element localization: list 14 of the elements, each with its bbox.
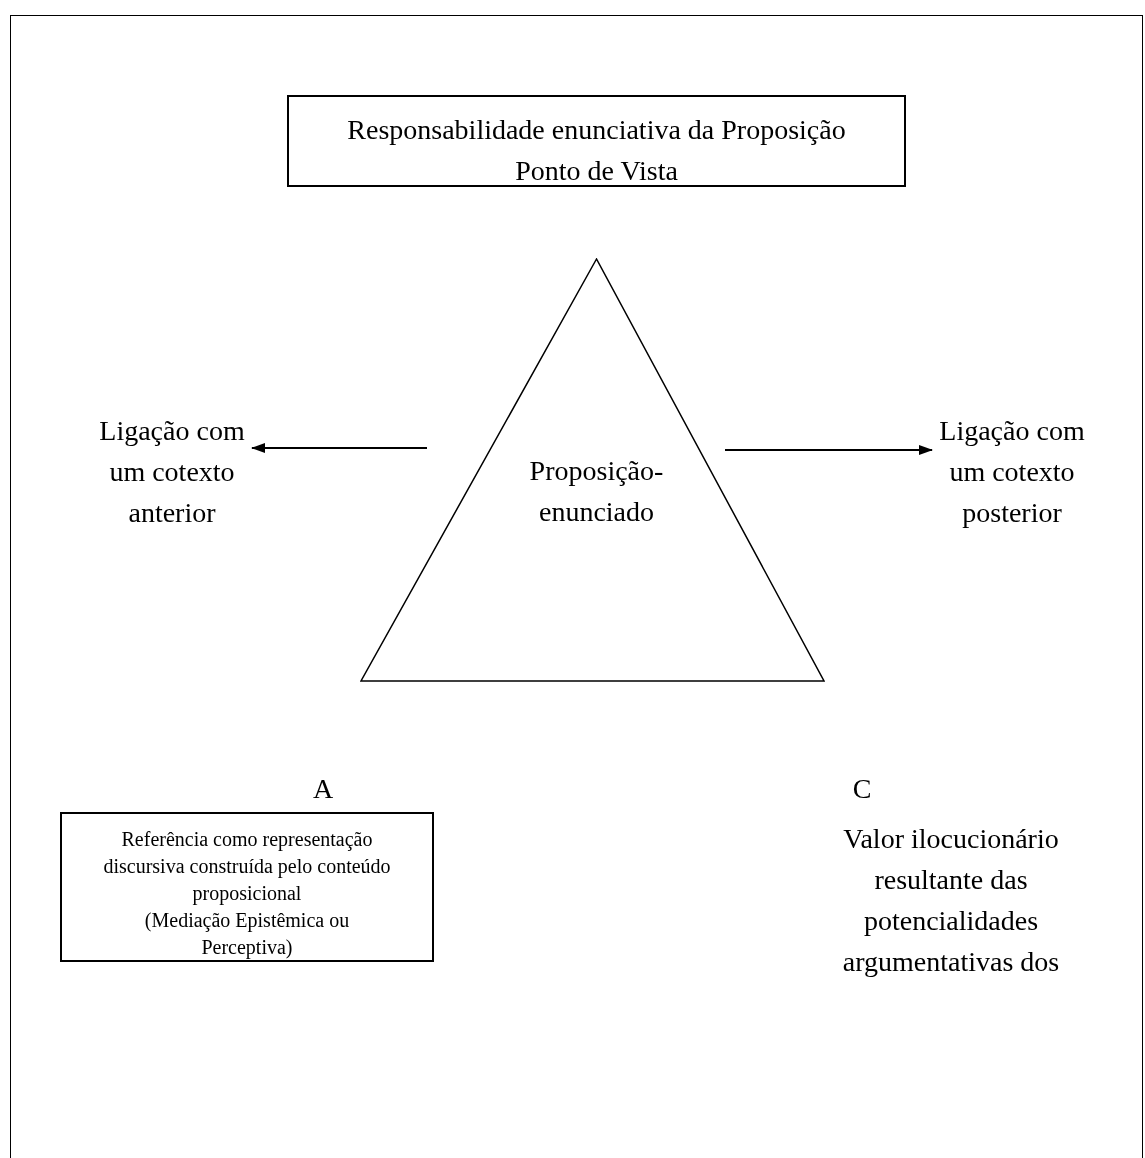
node-text: Responsabilidade enunciativa da Proposição bbox=[347, 113, 846, 147]
arrow bbox=[251, 443, 428, 453]
corner-letter: C bbox=[851, 772, 873, 806]
note-text: Valor ilocucionário resultante das potencialidades argumentativas dos bbox=[841, 822, 1061, 979]
text-box bbox=[287, 95, 906, 187]
node-text: Ligação com um cotexto anterior bbox=[98, 414, 246, 530]
text-box bbox=[60, 812, 434, 962]
corner-letter: A bbox=[311, 772, 335, 806]
node-text: Ligação com um cotexto posterior bbox=[938, 414, 1086, 530]
arrow bbox=[724, 445, 933, 455]
node-text: Proposição-enunciado bbox=[528, 454, 665, 529]
node-text: Ponto de Vista bbox=[515, 154, 678, 188]
node-text: Referência como representação discursiva construída pelo conteúdo proposicional bbox=[102, 827, 392, 907]
node-text: (Mediação Epistêmica ou Perceptiva) bbox=[143, 908, 351, 961]
